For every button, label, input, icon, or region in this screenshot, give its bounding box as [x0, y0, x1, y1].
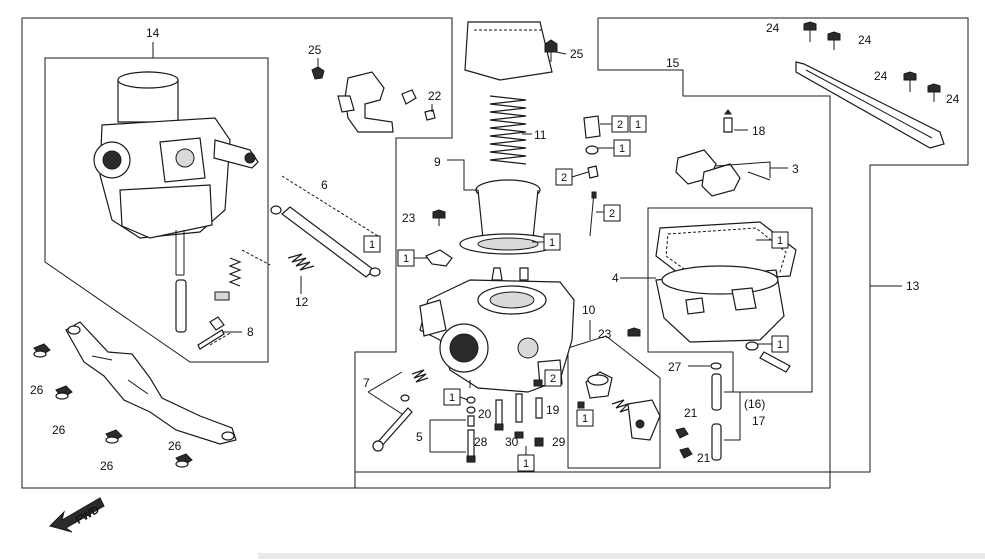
callout-27: 27 [668, 360, 682, 374]
callout-24b: 24 [858, 33, 872, 47]
qty-box: 1 [619, 143, 625, 155]
stay-bracket [65, 321, 237, 445]
screws-21 [675, 427, 693, 459]
spring-11 [489, 95, 527, 165]
callout-25a: 25 [308, 43, 322, 57]
float-valve-18 [723, 109, 733, 133]
mounting-bracket [795, 61, 945, 149]
float-3 [675, 149, 771, 197]
air-jet-cap [583, 115, 601, 139]
callout-24c: 24 [874, 69, 888, 83]
carburetor-body [419, 267, 575, 393]
qty-box: 2 [617, 119, 623, 131]
screws-24 [803, 21, 941, 102]
callout-7: 7 [363, 376, 370, 390]
qty-box: 1 [549, 237, 555, 249]
qty-box: 1 [777, 339, 783, 351]
jet-needle [587, 165, 599, 237]
jet-set-8 [197, 249, 271, 350]
top-cover-9 [464, 21, 553, 81]
callout-13: 13 [906, 279, 920, 293]
callout-9: 9 [434, 155, 441, 169]
qty-box: 2 [550, 373, 556, 385]
pump-assembly-10 [577, 371, 661, 441]
forward-arrow-icon: FWD [49, 497, 105, 533]
group-14-boundary [44, 57, 269, 363]
screw-set-7 [367, 369, 429, 452]
screw-25b [544, 39, 558, 62]
group-10-boundary [567, 335, 661, 469]
qty-box: 2 [609, 208, 615, 220]
qty-box: 1 [635, 119, 641, 131]
callout-24a: 24 [766, 21, 780, 35]
qty-box: 1 [777, 235, 783, 247]
qty-box: 1 [449, 392, 455, 404]
vacuum-piston-diaphragm [459, 179, 557, 255]
jets-20-28-30 [494, 379, 544, 447]
screw-23b [627, 327, 641, 337]
callout-20: 20 [478, 407, 492, 421]
group-15-boundary [354, 18, 831, 473]
callout-26c: 26 [100, 459, 114, 473]
footer-bar [258, 553, 985, 559]
callout-21b: 21 [697, 451, 711, 465]
qty-box: 1 [369, 239, 375, 251]
choke-rod-6 [270, 175, 381, 278]
callout-23a: 23 [402, 211, 416, 225]
qty-box: 1 [403, 253, 409, 265]
callout-26a: 26 [30, 383, 44, 397]
callout-19: 19 [546, 403, 560, 417]
qty-box: 2 [561, 172, 567, 184]
float-pin-27 [710, 362, 722, 461]
callout-11: 11 [534, 128, 547, 142]
callout-26d: 26 [168, 439, 182, 453]
forward-label: FWD [74, 504, 102, 527]
callout-29: 29 [552, 435, 566, 449]
qty-box: 1 [523, 458, 529, 470]
callout-18: 18 [752, 124, 766, 138]
callout-12: 12 [295, 295, 309, 309]
clip-link [425, 249, 453, 267]
link-plates-22 [337, 71, 436, 133]
o-ring-small [585, 145, 599, 155]
callout-23b: 23 [598, 327, 612, 341]
callout-14: 14 [146, 26, 160, 40]
qty-box: 1 [582, 413, 588, 425]
callout-8: 8 [247, 325, 254, 339]
screw-25a [311, 66, 325, 80]
screw-23a [432, 209, 446, 226]
callout-15: 15 [666, 56, 680, 70]
callout-28: 28 [474, 435, 488, 449]
callout-24d: 24 [946, 92, 960, 106]
callout-3: 3 [792, 162, 799, 176]
carburetor-assembly-14 [93, 71, 259, 333]
callout-5: 5 [416, 430, 423, 444]
callout-6: 6 [321, 178, 328, 192]
callout-16: (16) [744, 397, 765, 411]
callout-4: 4 [612, 271, 619, 285]
callout-22: 22 [428, 89, 442, 103]
float-chamber-4 [655, 221, 797, 373]
callout-21a: 21 [684, 406, 698, 420]
bolts-26 [33, 343, 193, 468]
callout-25b: 25 [570, 47, 584, 61]
callout-26b: 26 [52, 423, 66, 437]
callout-17: 17 [752, 414, 766, 428]
jet-set-5 [429, 396, 476, 463]
qty-box-group: 2 1 1 2 2 1 1 1 1 1 2 1 1 [363, 115, 789, 472]
callout-30: 30 [505, 435, 519, 449]
callout-10: 10 [582, 303, 596, 317]
spring-12 [287, 253, 315, 271]
